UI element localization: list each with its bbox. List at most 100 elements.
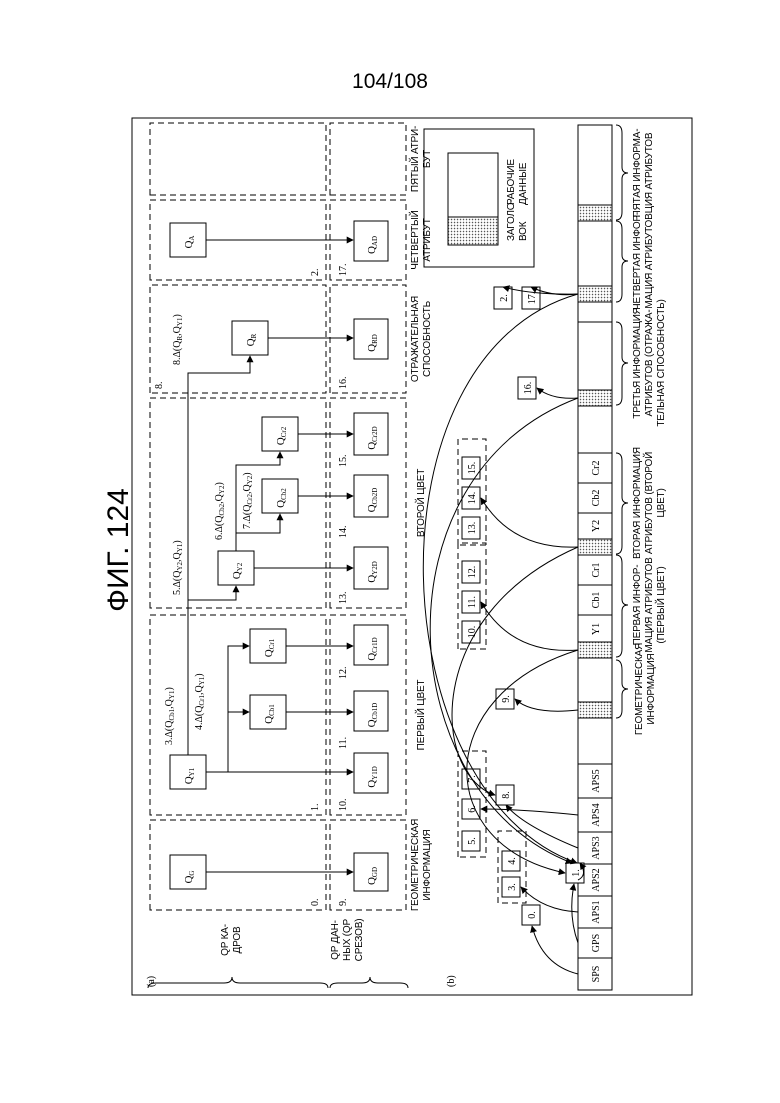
- num-8: 8.: [154, 382, 165, 390]
- svg-text:ЧЕТВЕРТЫЙ: ЧЕТВЕРТЫЙ: [408, 210, 421, 269]
- b-box-16: 16.: [518, 377, 536, 399]
- b-box-0: 0.: [522, 905, 540, 925]
- link-attr1-1012: [481, 602, 578, 650]
- svg-text:ГЕОМЕТРИЧЕСКАЯ: ГЕОМЕТРИЧЕСКАЯ: [634, 643, 645, 735]
- qcb1-box: QCb1: [250, 695, 286, 729]
- num-10: 10.: [338, 799, 349, 812]
- qy2d-box: QY2D: [354, 547, 388, 589]
- num-16: 16.: [338, 377, 349, 390]
- svg-text:ВОК: ВОК: [518, 221, 529, 241]
- svg-text:ЦВЕТ): ЦВЕТ): [656, 488, 667, 517]
- seg-aps2: APS2: [591, 868, 602, 891]
- link-attr3-16: [537, 388, 578, 398]
- svg-text:АТРИБУТОВ (ВТОРОЙ: АТРИБУТОВ (ВТОРОЙ: [642, 452, 655, 554]
- brace-label-attr3: ТРЕТЬЯ ИНФОРМАЦИЯ АТРИБУТОВ (ОТРАЖА- ТЕЛ…: [632, 299, 667, 426]
- column-label-color1: ПЕРВЫЙ ЦВЕТ: [414, 680, 427, 751]
- qcb2d-box: QCb2D: [354, 475, 388, 517]
- svg-text:QP КА-: QP КА-: [220, 924, 231, 956]
- b-box-7: 7.: [462, 769, 480, 789]
- link-sps-0: [532, 926, 578, 974]
- svg-text:12.: 12.: [467, 566, 478, 579]
- num-13: 13.: [338, 592, 349, 605]
- b-box-15: 15.: [462, 457, 480, 479]
- svg-text:ТЕЛЬНАЯ СПОСОБНОСТЬ): ТЕЛЬНАЯ СПОСОБНОСТЬ): [656, 299, 667, 426]
- delta-4: 4.Δ(QCr1,QY1): [194, 673, 206, 730]
- column-label-attr5: ПЯТЫЙ АТРИ- БУТ: [408, 126, 433, 192]
- qcr1d-box: QCr1D: [354, 625, 388, 665]
- svg-text:2.: 2.: [499, 294, 510, 302]
- svg-text:ОТРАЖАТЕЛЬНАЯ: ОТРАЖАТЕЛЬНАЯ: [410, 296, 421, 382]
- b-box-3: 3.: [502, 877, 520, 897]
- seg-cr1: Cr1: [591, 563, 602, 578]
- column-label-attr4: ЧЕТВЕРТЫЙ АТРИБУТ: [408, 210, 433, 269]
- num-0: 0.: [310, 899, 321, 907]
- bitstream: SPS GPS APS1 APS2 APS3 APS4 APS5 Y1 Cb1 …: [578, 125, 612, 990]
- delta-7: 7.Δ(QCr2,QY2): [242, 472, 254, 529]
- brace-geo: [616, 660, 628, 718]
- num-9: 9.: [338, 899, 349, 907]
- brace-attr1: [616, 555, 628, 657]
- qcr2-box: QCr2: [262, 417, 298, 451]
- delta-3: 3.Δ(QCb1,QY1): [164, 687, 176, 745]
- num-2: 2.: [310, 269, 321, 277]
- group-attr5-data: [330, 123, 406, 195]
- seg-aps3: APS3: [591, 836, 602, 859]
- b-box-5: 5.: [462, 831, 480, 851]
- brace-label-attr2: ВТОРАЯ ИНФОРМАЦИЯ АТРИБУТОВ (ВТОРОЙ ЦВЕТ…: [632, 447, 667, 559]
- figure-title: ФИГ. 124: [102, 488, 135, 612]
- num-12: 12.: [338, 667, 349, 680]
- svg-text:НЫХ (QP: НЫХ (QP: [342, 919, 353, 961]
- num-14: 14.: [338, 526, 349, 539]
- link-attr2-1315: [481, 498, 578, 547]
- brace-attr5: [616, 125, 628, 220]
- row-label-data-qp: QP ДАН- НЫХ (QP СРЕЗОВ): [330, 919, 365, 962]
- svg-text:8.: 8.: [501, 791, 512, 799]
- qy2-box: QY2: [218, 551, 254, 585]
- seg-aps1: APS1: [591, 900, 602, 923]
- num-1: 1.: [310, 804, 321, 812]
- svg-text:5.: 5.: [467, 837, 478, 845]
- brace-attr2: [616, 453, 628, 554]
- svg-text:ПЯТАЯ ИНФОРМА-: ПЯТАЯ ИНФОРМА-: [632, 129, 643, 218]
- qa-box: QA: [170, 223, 206, 257]
- brace-label-attr1: ПЕРВАЯ ИНФОР- МАЦИЯ АТРИБУТОВ (ПЕРВЫЙ ЦВ…: [632, 557, 667, 653]
- brace-data-qp: [330, 977, 408, 988]
- svg-text:16.: 16.: [523, 382, 534, 395]
- qg-box: QG: [170, 855, 206, 889]
- svg-text:ГЕОМЕТРИЧЕСКАЯ: ГЕОМЕТРИЧЕСКАЯ: [410, 819, 421, 911]
- svg-text:14.: 14.: [467, 492, 478, 505]
- arrow-d4: [228, 646, 249, 712]
- part-b-label: (b): [446, 975, 457, 987]
- seg-cb2: Cb2: [591, 490, 602, 507]
- qy1d-box: QY1D: [354, 753, 388, 793]
- num-15: 15.: [338, 455, 349, 468]
- b-box-12: 12.: [462, 561, 480, 583]
- svg-text:9.: 9.: [501, 695, 512, 703]
- legend: ЗАГОЛО- ВОК РАБОЧИЕ ДАННЫЕ: [424, 129, 534, 267]
- seg-y2: Y2: [591, 520, 602, 532]
- qcb1d-box: QCb1D: [354, 691, 388, 731]
- arrow-d3: [206, 712, 249, 772]
- column-label-refl: ОТРАЖАТЕЛЬНАЯ СПОСОБНОСТЬ: [410, 296, 433, 382]
- svg-text:13.: 13.: [467, 522, 478, 535]
- brace-label-attr5: ПЯТАЯ ИНФОРМА- ЦИЯ АТРИБУТОВ: [632, 129, 655, 218]
- qy1-box: QY1: [170, 755, 206, 789]
- svg-text:11.: 11.: [467, 596, 478, 608]
- qrd-box: QRD: [354, 319, 388, 359]
- seg-y1: Y1: [591, 623, 602, 635]
- svg-text:(ПЕРВЫЙ ЦВЕТ): (ПЕРВЫЙ ЦВЕТ): [654, 567, 667, 644]
- brace-frame-qp: [148, 977, 328, 988]
- delta-8: 8.Δ(QR,QY1): [172, 314, 184, 365]
- svg-text:17.: 17.: [527, 292, 538, 305]
- svg-text:15.: 15.: [467, 462, 478, 475]
- svg-text:ЦИЯ АТРИБУТОВ: ЦИЯ АТРИБУТОВ: [644, 132, 655, 213]
- svg-text:ДАННЫЕ: ДАННЫЕ: [518, 162, 529, 205]
- brace-label-geo: ГЕОМЕТРИЧЕСКАЯ ИНФОРМАЦИЯ: [634, 643, 657, 735]
- svg-text:0.: 0.: [527, 911, 538, 919]
- b-box-8: 8.: [496, 785, 514, 805]
- svg-text:QP ДАН-: QP ДАН-: [330, 920, 341, 960]
- svg-text:ЧЕТВЕРТАЯ ИНФОР-: ЧЕТВЕРТАЯ ИНФОР-: [632, 212, 643, 310]
- svg-text:МАЦИЯ АТРИБУТОВ: МАЦИЯ АТРИБУТОВ: [644, 213, 655, 309]
- svg-text:ПЕРВАЯ ИНФОР-: ПЕРВАЯ ИНФОР-: [632, 565, 643, 646]
- svg-text:ВТОРАЯ ИНФОРМАЦИЯ: ВТОРАЯ ИНФОРМАЦИЯ: [632, 447, 643, 559]
